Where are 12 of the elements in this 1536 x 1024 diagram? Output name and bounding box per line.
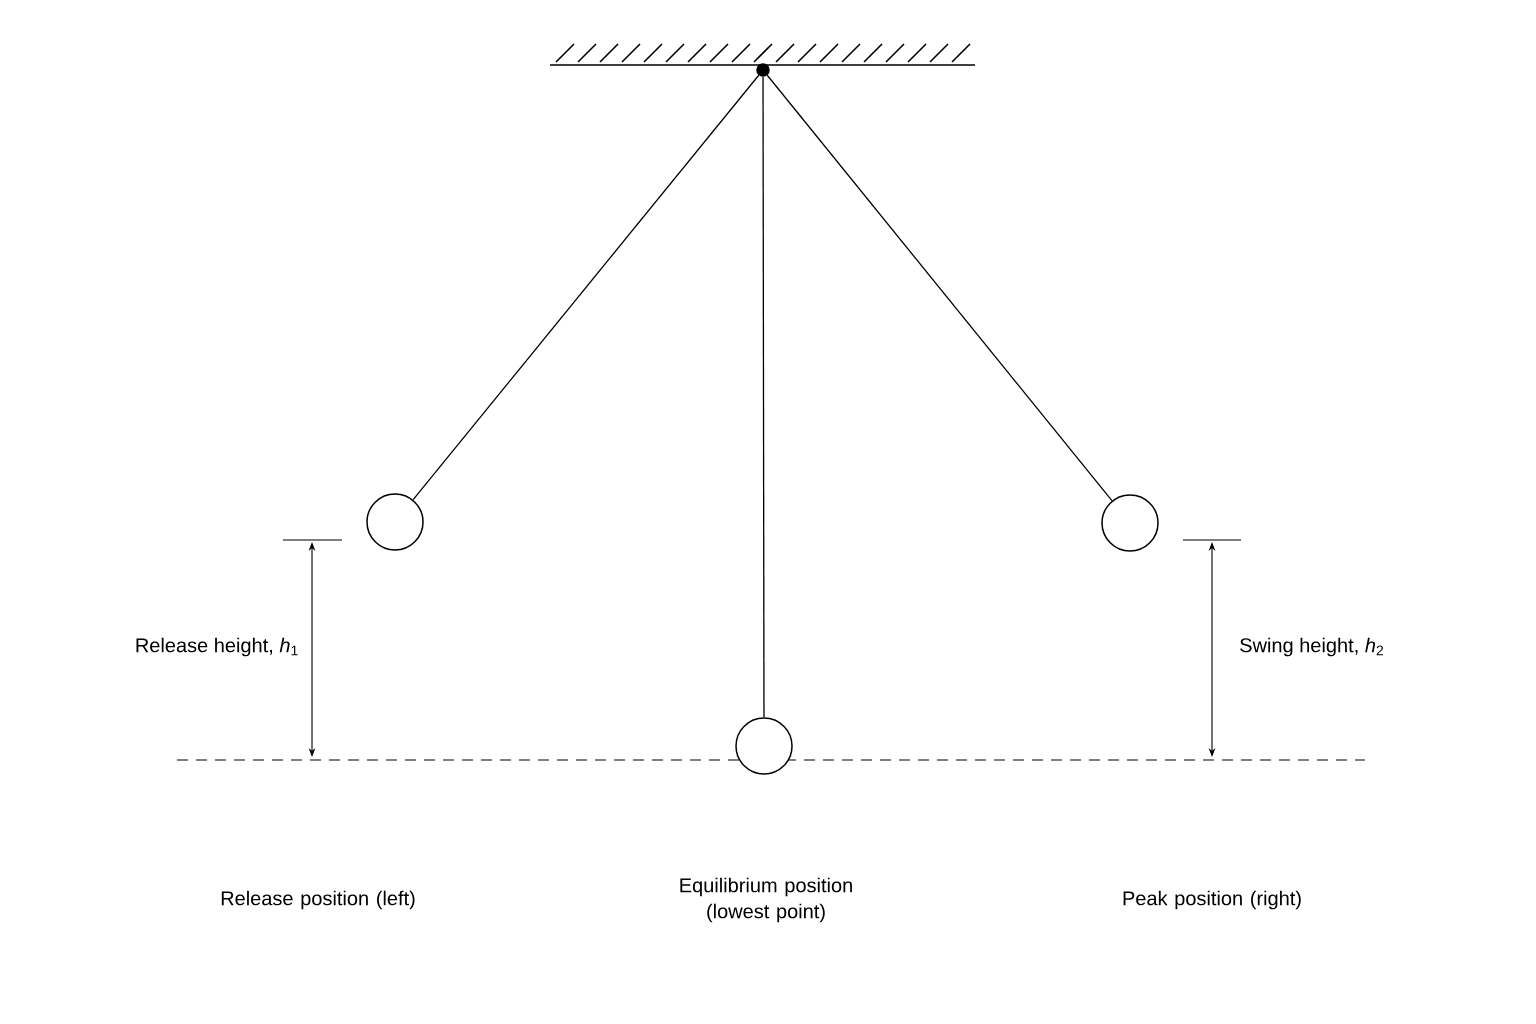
dimension-label: Release height, h$_{1}$ — [136, 637, 298, 657]
pivot-point — [756, 63, 770, 77]
pendulum-bob — [735, 717, 793, 775]
pendulum-string — [412, 74, 760, 501]
pendulum-bob — [1101, 494, 1159, 552]
pendulum-bob — [366, 493, 424, 551]
pendulum-string — [766, 74, 1113, 502]
pendulum-string — [762, 76, 765, 718]
position-label: Equilibrium position (lowest point) — [680, 877, 852, 923]
position-label: Peak position (right) — [1123, 890, 1301, 910]
dimension-label: Swing height, h$_{2}$ — [1240, 637, 1384, 657]
position-label: Release position (left) — [221, 890, 415, 910]
